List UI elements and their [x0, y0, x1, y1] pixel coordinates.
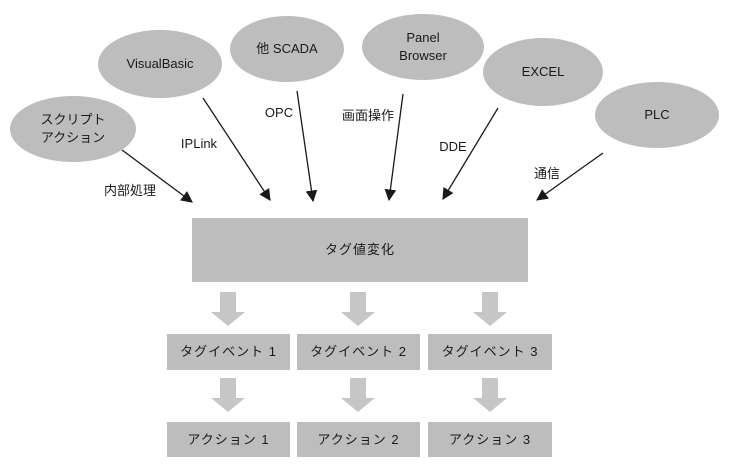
source-label-panel-browser: Panel Browser	[399, 30, 447, 63]
event-node-2: タグイベント 2	[297, 334, 420, 370]
action-label-2: アクション 2	[317, 431, 400, 447]
source-node-script-action: スクリプト アクション	[10, 96, 136, 162]
connector-arrow-other-scada	[296, 90, 318, 203]
connector-arrow-excel	[442, 107, 499, 201]
source-label-plc: PLC	[644, 107, 670, 123]
action-node-1: アクション 1	[167, 422, 290, 457]
connector-arrow-script-action	[121, 149, 193, 203]
action-node-3: アクション 3	[428, 422, 552, 457]
source-node-panel-browser: Panel Browser	[362, 14, 484, 80]
source-node-other-scada: 他 SCADA	[230, 16, 344, 82]
connector-label-dde: DDE	[439, 139, 467, 154]
source-node-visualbasic: VisualBasic	[98, 30, 222, 98]
source-label-excel: EXCEL	[521, 64, 565, 80]
block-arrow-hub-to-event-1	[211, 292, 245, 326]
connector-label-opc: OPC	[264, 105, 294, 120]
block-arrow-hub-to-event-2	[341, 292, 375, 326]
source-label-visualbasic: VisualBasic	[126, 56, 194, 72]
event-node-3: タグイベント 3	[428, 334, 552, 370]
connector-label-gamen-sousa: 画面操作	[341, 108, 395, 123]
connector-arrow-visualbasic	[202, 97, 271, 201]
connector-label-naibu-shori: 内部処理	[103, 183, 157, 198]
connector-arrow-plc	[536, 152, 604, 201]
source-node-excel: EXCEL	[483, 38, 603, 106]
action-node-2: アクション 2	[297, 422, 420, 457]
block-arrow-event-2-to-action-2	[341, 378, 375, 412]
action-label-1: アクション 1	[187, 431, 270, 447]
source-label-other-scada: 他 SCADA	[256, 41, 318, 57]
connector-label-tsushin: 通信	[533, 166, 561, 181]
hub-label: タグ値変化	[324, 242, 395, 258]
source-node-plc: PLC	[595, 82, 719, 148]
block-arrow-hub-to-event-3	[473, 292, 507, 326]
connector-label-iplink: IPLink	[180, 136, 218, 151]
event-label-1: タグイベント 1	[180, 344, 277, 360]
event-label-3: タグイベント 3	[441, 344, 539, 360]
hub-node-tag-value-change: タグ値変化	[192, 218, 528, 282]
event-node-1: タグイベント 1	[167, 334, 290, 370]
connector-arrow-panel-browser	[384, 93, 404, 202]
source-label-script-action: スクリプト アクション	[40, 112, 106, 145]
block-arrow-event-1-to-action-1	[211, 378, 245, 412]
event-label-2: タグイベント 2	[310, 344, 407, 360]
action-label-3: アクション 3	[448, 431, 532, 447]
block-arrow-event-3-to-action-3	[473, 378, 507, 412]
